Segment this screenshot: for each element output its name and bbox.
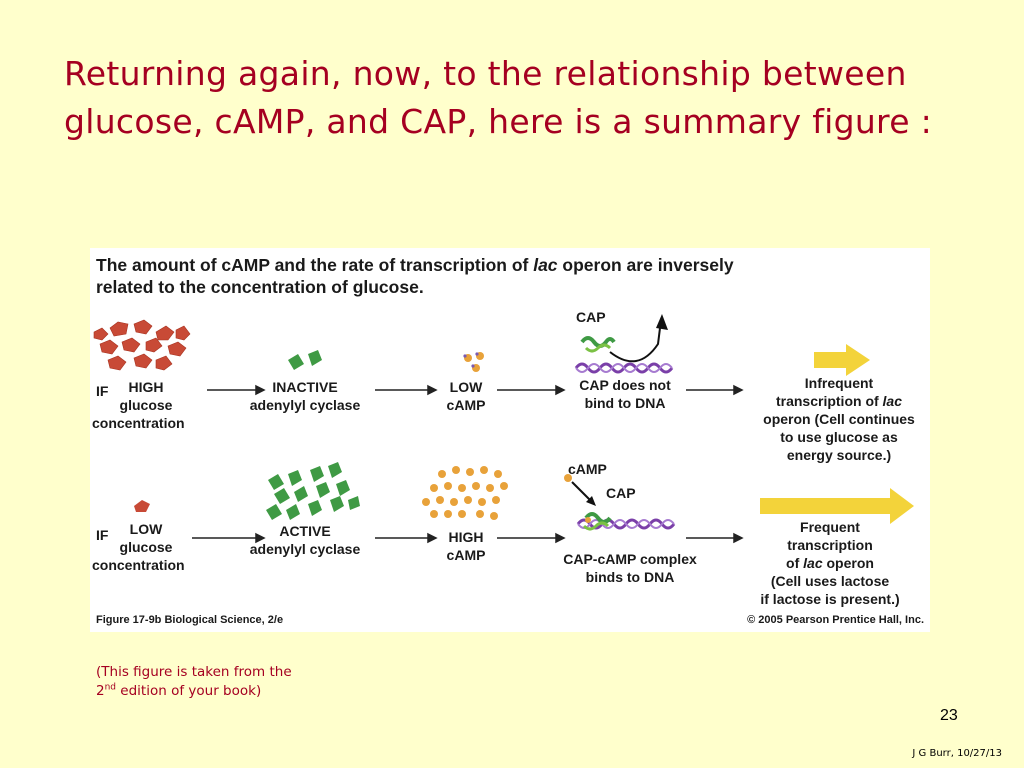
figure-title: The amount of cAMP and the rate of trans… (96, 255, 734, 297)
camp-low-icon (463, 352, 484, 372)
arrow-icon (497, 532, 566, 544)
high-glucose-label: HIGH glucose (119, 379, 173, 413)
arrow-icon (375, 384, 438, 396)
transcription-infrequent-arrow-icon (814, 344, 870, 376)
active-adenylyl-cyclase-label: ACTIVE adenylyl cyclase (249, 523, 361, 557)
glucose-low-icon (134, 500, 150, 512)
arrow-icon (375, 532, 438, 544)
adenylyl-cyclase-inactive-icon (288, 350, 322, 370)
page-number: 23 (940, 707, 958, 724)
low-glucose-label: LOW glucose (119, 521, 173, 555)
high-camp-label: HIGH cAMP (446, 529, 486, 563)
arrow-icon (497, 384, 566, 396)
glucose-high-icon (93, 319, 191, 371)
if-label: IF (96, 527, 109, 543)
arrow-icon (207, 384, 266, 396)
cap-unbound-icon (580, 314, 668, 363)
dna-icon (574, 362, 674, 374)
summary-figure: The amount of cAMP and the rate of trans… (90, 248, 930, 632)
infrequent-transcription-label: Infrequent transcription of lac operon (… (763, 375, 915, 463)
low-glucose-concentration-label: concentration (92, 557, 185, 573)
figure-graphics (93, 314, 914, 544)
cap-label-bottom: CAP (606, 485, 636, 501)
low-camp-label: LOW cAMP (446, 379, 486, 413)
adenylyl-cyclase-active-icon (266, 462, 360, 520)
figure-credit-right: © 2005 Pearson Prentice Hall, Inc. (747, 614, 924, 626)
cap-bound-dna-icon (576, 512, 676, 531)
cap-does-not-bind-label: CAP does not bind to DNA (579, 377, 671, 411)
camp-high-icon (422, 466, 508, 520)
camp-binding-icon (564, 474, 596, 506)
transcription-frequent-arrow-icon (760, 488, 914, 524)
figure-caption: (This figure is taken from the 2nd editi… (96, 664, 292, 699)
cap-label-top: CAP (576, 309, 606, 325)
cap-camp-complex-label: CAP-cAMP complex binds to DNA (563, 551, 697, 585)
camp-label-bottom: cAMP (568, 461, 607, 477)
frequent-transcription-label: Frequent transcription of lac operon (Ce… (760, 519, 900, 607)
inactive-adenylyl-cyclase-label: INACTIVE adenylyl cyclase (249, 379, 361, 413)
footer-author-date: J G Burr, 10/27/13 (912, 748, 1002, 759)
slide-title: Returning again, now, to the relationshi… (64, 54, 933, 141)
high-glucose-concentration-label: concentration (92, 415, 185, 431)
figure-credit-left: Figure 17-9b Biological Science, 2/e (96, 614, 284, 626)
arrow-icon (686, 532, 744, 544)
arrow-icon (686, 384, 744, 396)
arrow-icon (192, 532, 266, 544)
if-label: IF (96, 383, 109, 399)
